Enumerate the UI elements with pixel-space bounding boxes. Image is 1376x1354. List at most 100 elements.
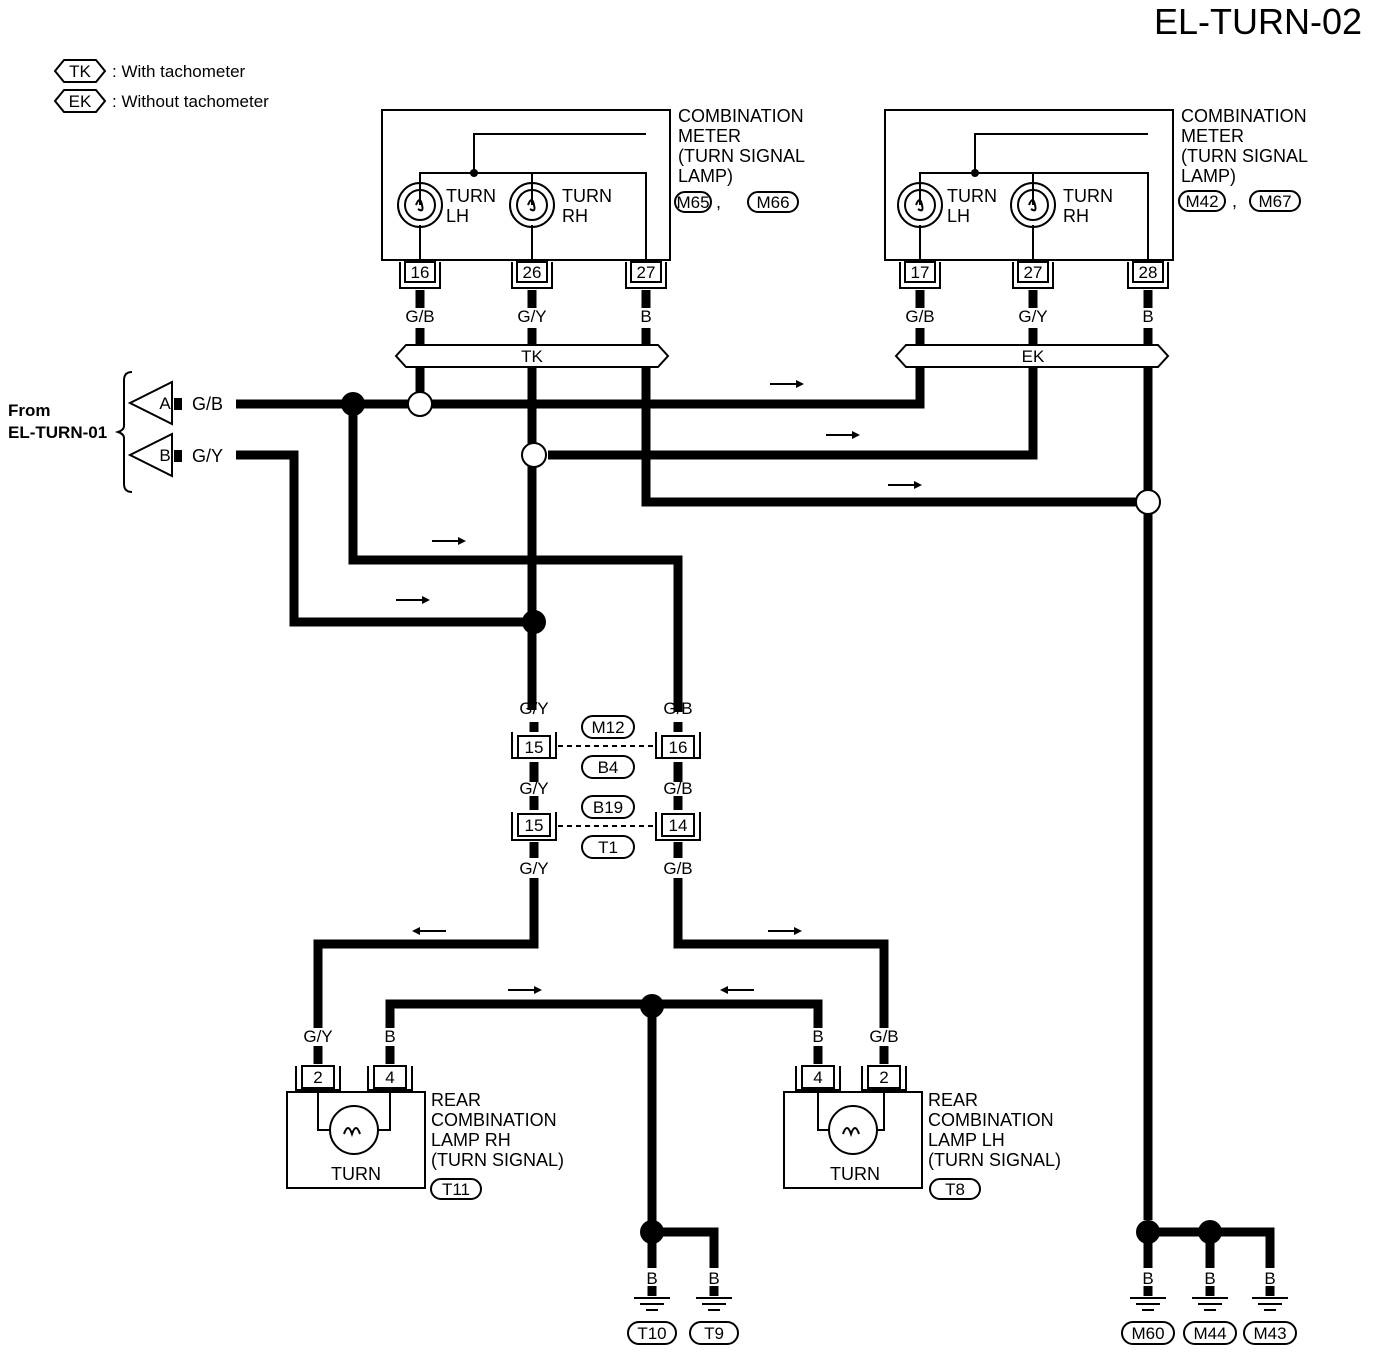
svg-text:From: From xyxy=(8,401,51,420)
svg-text:METER: METER xyxy=(678,126,741,146)
svg-text:,: , xyxy=(716,192,721,212)
svg-text:G/Y: G/Y xyxy=(519,699,548,718)
svg-text:27: 27 xyxy=(637,263,656,282)
pin-16: 16 xyxy=(399,261,441,289)
svg-text:COMBINATION: COMBINATION xyxy=(431,1110,557,1130)
svg-text:2: 2 xyxy=(313,1068,322,1087)
splices xyxy=(341,391,1222,1244)
ground-t9: B T9 xyxy=(689,1269,739,1345)
ground-t10: B T10 xyxy=(627,1269,677,1345)
lamp-icon xyxy=(828,1105,878,1155)
svg-text:(TURN SIGNAL: (TURN SIGNAL xyxy=(1181,146,1308,166)
svg-text:M60: M60 xyxy=(1131,1324,1164,1343)
open-splice xyxy=(521,442,547,468)
svg-text:B: B xyxy=(646,1269,657,1288)
svg-text:TK: TK xyxy=(521,347,543,366)
diagram-title: EL-TURN-02 xyxy=(1154,1,1362,42)
svg-text:M43: M43 xyxy=(1253,1324,1286,1343)
legend-tk-code: TK xyxy=(69,62,91,81)
svg-text:17: 17 xyxy=(911,263,930,282)
svg-text:T10: T10 xyxy=(637,1324,666,1343)
svg-text:G/B: G/B xyxy=(869,1027,898,1046)
svg-text:B4: B4 xyxy=(598,758,619,777)
svg-text:B: B xyxy=(1142,1269,1153,1288)
svg-text:M66: M66 xyxy=(756,193,789,212)
svg-text:TURN: TURN xyxy=(947,186,997,206)
rear-lamp-rh: G/Y B 2 4 TURN REAR COMBINATION LAMP RH … xyxy=(286,1027,564,1200)
svg-text:RH: RH xyxy=(1063,206,1089,226)
svg-text:B: B xyxy=(1204,1269,1215,1288)
svg-text:LAMP): LAMP) xyxy=(678,166,733,186)
svg-text:TURN: TURN xyxy=(562,186,612,206)
ground-m60: B M60 xyxy=(1121,1269,1175,1345)
svg-text:G/Y: G/Y xyxy=(519,779,548,798)
svg-text:(TURN SIGNAL: (TURN SIGNAL xyxy=(678,146,805,166)
svg-text:COMBINATION: COMBINATION xyxy=(928,1110,1054,1130)
pin-27: 27 xyxy=(625,261,667,289)
splice-dot xyxy=(640,1220,664,1244)
input-a-arrow xyxy=(127,380,173,426)
svg-text:T1: T1 xyxy=(598,838,618,857)
combination-meter-ek: TURN LH TURN RH COMBINATION METER (TURN … xyxy=(884,106,1308,368)
meter-stub-wires xyxy=(415,290,1153,345)
legend-ek-tag xyxy=(53,89,107,113)
legend-tk-tag xyxy=(53,59,107,83)
ground-m43: B M43 xyxy=(1243,1269,1297,1345)
joint-connector-2: 15 14 B19 T1 G/Y G/B xyxy=(511,795,701,878)
meter-tk-box xyxy=(381,109,671,261)
svg-text:T9: T9 xyxy=(704,1324,724,1343)
svg-text:G/Y: G/Y xyxy=(519,859,548,878)
svg-text:15: 15 xyxy=(525,816,544,835)
svg-text:B: B xyxy=(1264,1269,1275,1288)
legend-tk-desc: : With tachometer xyxy=(112,62,246,81)
svg-text:M12: M12 xyxy=(591,718,624,737)
lamp-icon xyxy=(1010,182,1056,228)
ground-m44: B M44 xyxy=(1183,1269,1237,1345)
lamp-icon xyxy=(329,1105,379,1155)
flow-arrows xyxy=(396,380,922,994)
svg-text:27: 27 xyxy=(1024,263,1043,282)
svg-text:TURN: TURN xyxy=(331,1164,381,1184)
svg-text:G/B: G/B xyxy=(192,394,223,414)
lamp-icon xyxy=(509,182,555,228)
svg-text:2: 2 xyxy=(879,1068,888,1087)
splice-dot xyxy=(522,610,546,634)
wires xyxy=(236,368,1275,1296)
svg-text:G/B: G/B xyxy=(663,699,692,718)
svg-text:M67: M67 xyxy=(1258,192,1291,211)
svg-text:(TURN SIGNAL): (TURN SIGNAL) xyxy=(431,1150,564,1170)
svg-text:RH: RH xyxy=(562,206,588,226)
svg-text:(TURN SIGNAL): (TURN SIGNAL) xyxy=(928,1150,1061,1170)
svg-text:26: 26 xyxy=(523,263,542,282)
legend-ek-desc: : Without tachometer xyxy=(112,92,269,111)
svg-text:4: 4 xyxy=(813,1068,822,1087)
svg-text:M42: M42 xyxy=(1185,192,1218,211)
svg-text:B19: B19 xyxy=(593,798,623,817)
svg-text:TURN: TURN xyxy=(446,186,496,206)
svg-text:14: 14 xyxy=(669,816,688,835)
bus-ek xyxy=(894,344,1170,368)
svg-text:LH: LH xyxy=(947,206,970,226)
svg-text:COMBINATION: COMBINATION xyxy=(1181,106,1307,126)
svg-text:4: 4 xyxy=(385,1068,394,1087)
svg-text:16: 16 xyxy=(669,738,688,757)
svg-text:B: B xyxy=(708,1269,719,1288)
lamp-icon xyxy=(397,182,443,228)
svg-text:LH: LH xyxy=(446,206,469,226)
bus-tk xyxy=(394,344,670,368)
svg-text:G/B: G/B xyxy=(663,779,692,798)
pin-17: 17 xyxy=(899,261,941,289)
svg-text:G/Y: G/Y xyxy=(1018,307,1047,326)
svg-text:REAR: REAR xyxy=(928,1090,978,1110)
svg-text:B: B xyxy=(1142,307,1153,326)
svg-text:LAMP RH: LAMP RH xyxy=(431,1130,511,1150)
svg-text:EL-TURN-01: EL-TURN-01 xyxy=(8,423,107,442)
svg-text:16: 16 xyxy=(411,263,430,282)
legend: TK : With tachometer EK : Without tachom… xyxy=(53,59,269,113)
svg-text:A: A xyxy=(159,394,171,413)
svg-text:M65: M65 xyxy=(676,193,709,212)
input-b-arrow xyxy=(127,432,173,478)
lamp-icon xyxy=(897,182,943,228)
svg-text:,: , xyxy=(1232,191,1237,211)
svg-text:G/B: G/B xyxy=(405,307,434,326)
